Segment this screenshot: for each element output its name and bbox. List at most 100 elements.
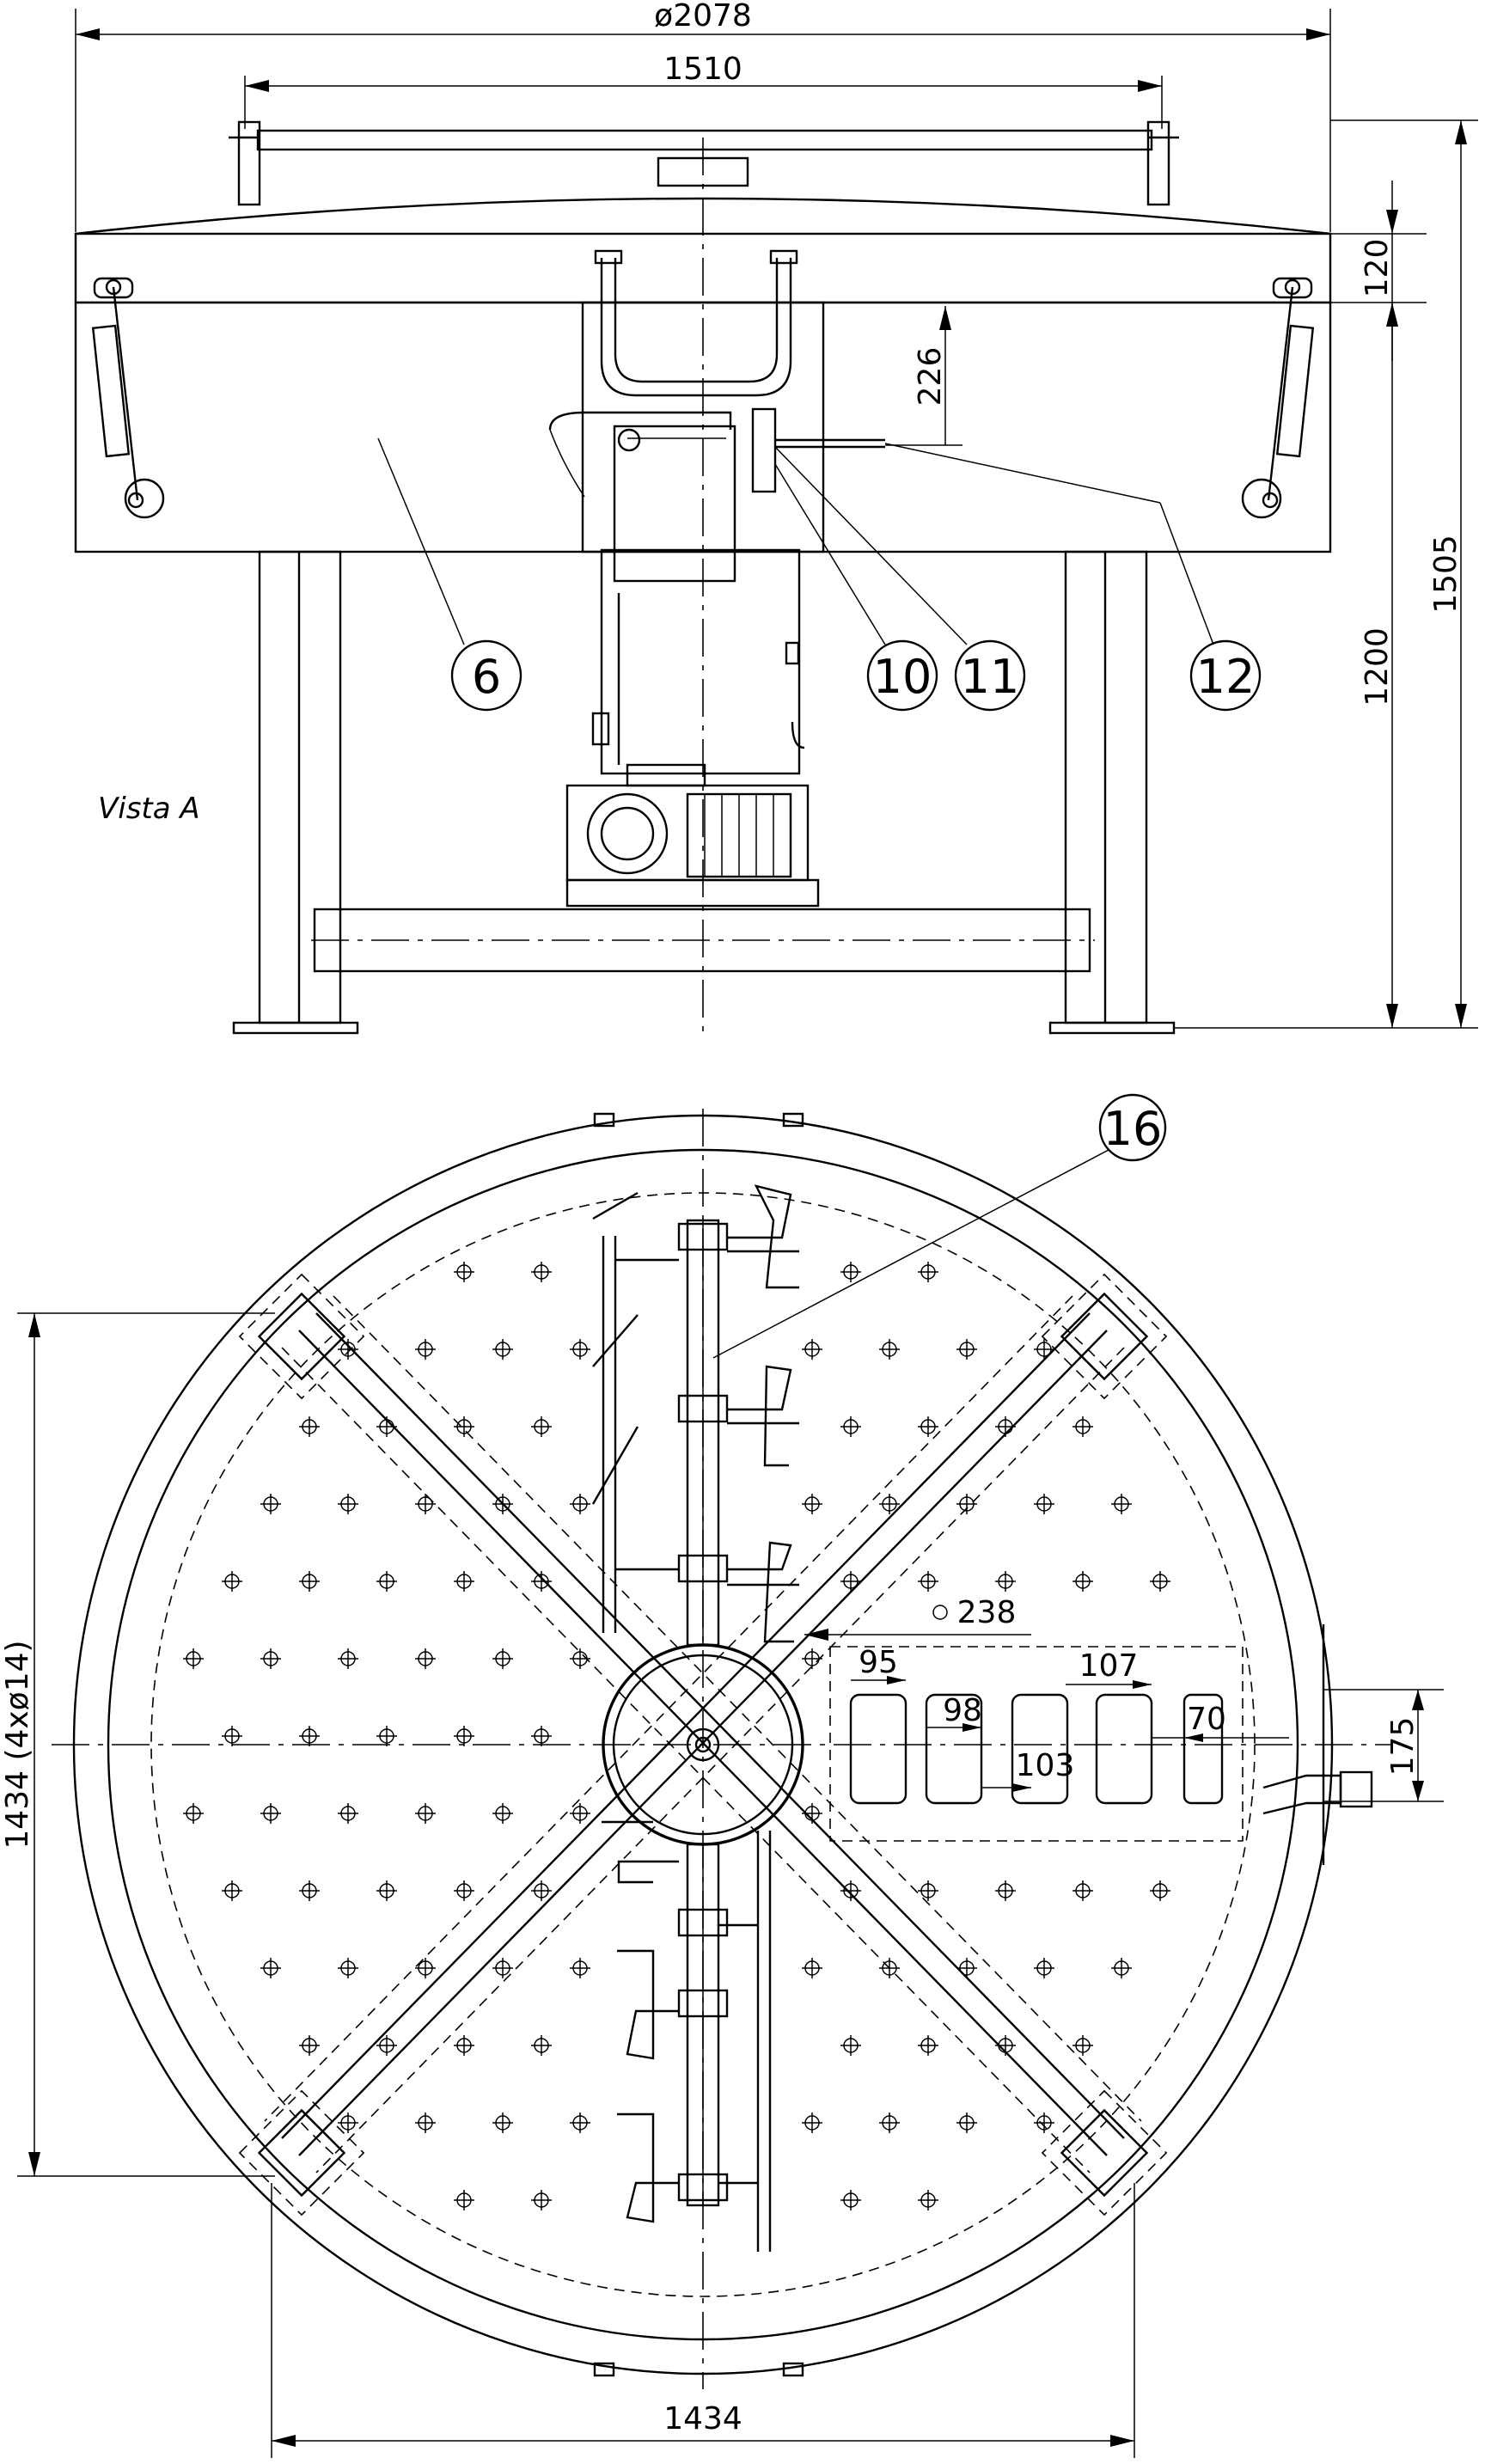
view-caption: Vista A	[98, 792, 200, 826]
perforation-hole-cross	[454, 1571, 474, 1592]
perforation-hole-cross	[376, 2035, 397, 2056]
dim-top-width: 1510	[244, 52, 1163, 129]
perforation-hole-cross	[995, 2035, 1016, 2056]
perforation-hole-cross	[376, 1726, 397, 1746]
agitator-arm-lower	[602, 1820, 772, 2252]
callout-text-12: 12	[1196, 650, 1256, 704]
perforation-hole-cross	[879, 2112, 900, 2133]
tank-body	[74, 249, 1332, 553]
perforation-hole-cross	[492, 1339, 513, 1360]
perforation-hole-cross	[802, 2112, 822, 2133]
callout-16: 16	[712, 1093, 1167, 1359]
perforation-hole-cross	[802, 1339, 822, 1360]
perforation-hole-cross	[1150, 1880, 1170, 1901]
perforation-hole-cross	[956, 1339, 977, 1360]
perforation-hole-cross	[956, 1494, 977, 1514]
perforation-hole-cross	[995, 1571, 1016, 1592]
perforation-hole-cross	[454, 1416, 474, 1437]
perforation-hole-cross	[802, 1494, 822, 1514]
perforation-holes	[183, 1262, 1170, 2210]
perforation-hole-cross	[492, 1958, 513, 1978]
callout-text-6: 6	[472, 650, 501, 704]
callout-10: 10	[774, 463, 938, 712]
perforation-hole-cross	[222, 1880, 242, 1901]
perforation-hole-cross	[338, 1803, 358, 1824]
perforation-hole-cross	[415, 1339, 436, 1360]
perforation-hole-cross	[1034, 1958, 1054, 1978]
perforation-hole-cross	[1111, 1958, 1132, 1978]
rim-clips	[593, 1112, 804, 2377]
perforation-hole-cross	[995, 1880, 1016, 1901]
leg-pads	[238, 1273, 1168, 2216]
agitator-arm-upper	[591, 1184, 799, 1647]
perforation-hole-cross	[918, 1571, 938, 1592]
perforation-hole-cross	[570, 1494, 590, 1514]
perforation-hole-cross	[1034, 2112, 1054, 2133]
dim-inner-offset: 238	[804, 1595, 1031, 1641]
perforation-hole-cross	[260, 1494, 281, 1514]
perforation-hole-cross	[531, 1726, 552, 1746]
perforation-hole-cross	[454, 2035, 474, 2056]
perforation-hole-cross	[299, 1726, 320, 1746]
perforation-hole-cross	[1111, 1494, 1132, 1514]
dim-text-95: 95	[859, 1645, 898, 1680]
dim-text-1200: 1200	[1360, 627, 1395, 706]
perforation-hole-cross	[183, 1648, 204, 1669]
perforation-hole-cross	[531, 1880, 552, 1901]
dim-text-1434-horizontal: 1434	[663, 2401, 742, 2436]
perforation-hole-cross	[879, 1339, 900, 1360]
dim-opening-height: 175	[1323, 1689, 1444, 1802]
perforation-hole-cross	[338, 1494, 358, 1514]
perforation-hole-cross	[840, 1571, 861, 1592]
perforation-hole-cross	[415, 1958, 436, 1978]
perforation-hole-cross	[299, 1416, 320, 1437]
perforation-hole-cross	[183, 1803, 204, 1824]
dim-overall-diameter: ø2078	[75, 0, 1331, 232]
perforation-hole-cross	[570, 1958, 590, 1978]
dim-hole-pattern-horizontal: 1434	[271, 2183, 1135, 2458]
perforation-hole-cross	[1072, 1571, 1093, 1592]
callout-text-11: 11	[961, 650, 1020, 704]
perforation-hole-cross	[376, 1880, 397, 1901]
dim-text-103: 103	[1016, 1748, 1075, 1783]
perforation-hole-cross	[299, 1880, 320, 1901]
perforation-hole-cross	[454, 2190, 474, 2210]
perforation-hole-cross	[531, 1416, 552, 1437]
side-view: ø2078 1510	[74, 0, 1478, 1040]
top-view: 95 98 103 107 70 238 175	[0, 1093, 1444, 2458]
perforation-hole-cross	[570, 2112, 590, 2133]
perforation-hole-cross	[956, 2112, 977, 2133]
perforation-hole-cross	[376, 1416, 397, 1437]
dim-text-70: 70	[1187, 1702, 1226, 1737]
perforation-hole-cross	[840, 1880, 861, 1901]
perforation-hole-cross	[570, 1803, 590, 1824]
perforation-hole-cross	[840, 1262, 861, 1282]
perforation-hole-cross	[260, 1648, 281, 1669]
perforation-hole-cross	[338, 1648, 358, 1669]
perforation-hole-cross	[260, 1803, 281, 1824]
perforation-hole-cross	[918, 1880, 938, 1901]
perforation-hole-cross	[338, 1958, 358, 1978]
perforation-hole-cross	[222, 1726, 242, 1746]
perforation-hole-cross	[918, 1416, 938, 1437]
perforation-hole-cross	[570, 1339, 590, 1360]
perforation-hole-cross	[840, 2190, 861, 2210]
dim-lid-height: 120	[1330, 180, 1427, 361]
dim-text-238: 238	[957, 1595, 1017, 1630]
perforation-hole-cross	[222, 1571, 242, 1592]
perforation-hole-cross	[1072, 2035, 1093, 2056]
perforation-hole-cross	[570, 1648, 590, 1669]
perforation-hole-cross	[840, 1416, 861, 1437]
legs-frame	[232, 550, 1176, 1035]
dim-total-height: 1505	[1174, 119, 1478, 1029]
perforation-hole-cross	[879, 1958, 900, 1978]
perforation-hole-cross	[299, 2035, 320, 2056]
perforation-hole-cross	[492, 1803, 513, 1824]
gas-strut-left	[91, 277, 165, 519]
dim-text-1434-vertical: 1434 (4xø14)	[0, 1640, 35, 1849]
perforation-hole-cross	[415, 2112, 436, 2133]
perforation-hole-cross	[376, 1571, 397, 1592]
dim-shaft-offset: 226	[885, 306, 962, 446]
drive-assembly	[548, 407, 885, 908]
